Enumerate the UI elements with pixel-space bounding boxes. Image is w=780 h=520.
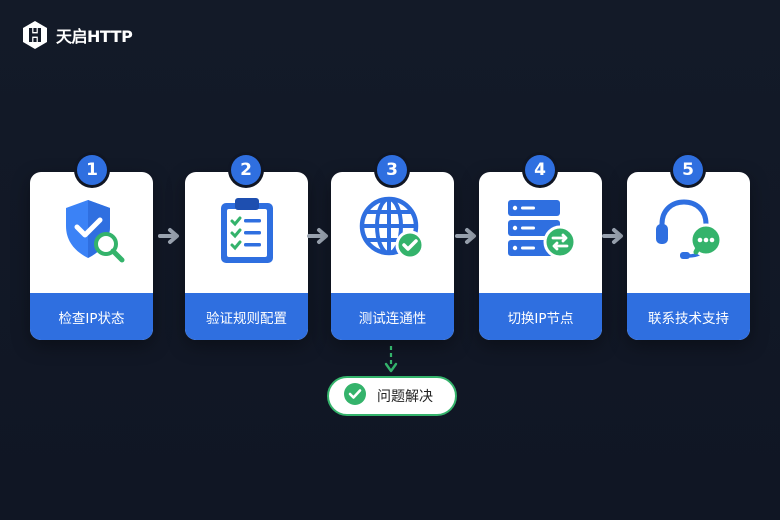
step-3-label: 测试连通性 [331,293,454,340]
shield-search-icon [56,194,128,270]
step-card-1: 检查IP状态 [30,172,153,340]
step-2-badge: 2 [231,155,261,185]
step-card-5: 联系技术支持 [627,172,750,340]
hexagon-h-logo-icon [20,20,50,50]
step-4-badge: 4 [525,155,555,185]
clipboard-checklist-icon [217,195,277,269]
step-5-label: 联系技术支持 [627,293,750,340]
step-3-badge: 3 [377,155,407,185]
brand-name: 天启HTTP [56,27,133,46]
arrow-right-icon [157,226,183,246]
result-label: 问题解决 [377,389,433,405]
arrow-right-icon [454,226,480,246]
check-circle-icon [343,382,367,410]
globe-check-icon [357,194,429,270]
step-card-2: 验证规则配置 [185,172,308,340]
step-1-badge: 1 [77,155,107,185]
result-badge: 问题解决 [327,376,457,416]
brand-logo: 天启HTTP [20,20,133,50]
arrow-down-icon [383,345,399,375]
step-card-4: 切换IP节点 [479,172,602,340]
arrow-right-icon [601,226,627,246]
step-5-badge: 5 [673,155,703,185]
arrow-right-icon [306,226,332,246]
server-switch-icon [504,194,578,270]
headset-chat-icon [652,194,726,270]
step-card-3: 测试连通性 [331,172,454,340]
step-2-label: 验证规则配置 [185,293,308,340]
step-1-label: 检查IP状态 [30,293,153,340]
step-4-label: 切换IP节点 [479,293,602,340]
